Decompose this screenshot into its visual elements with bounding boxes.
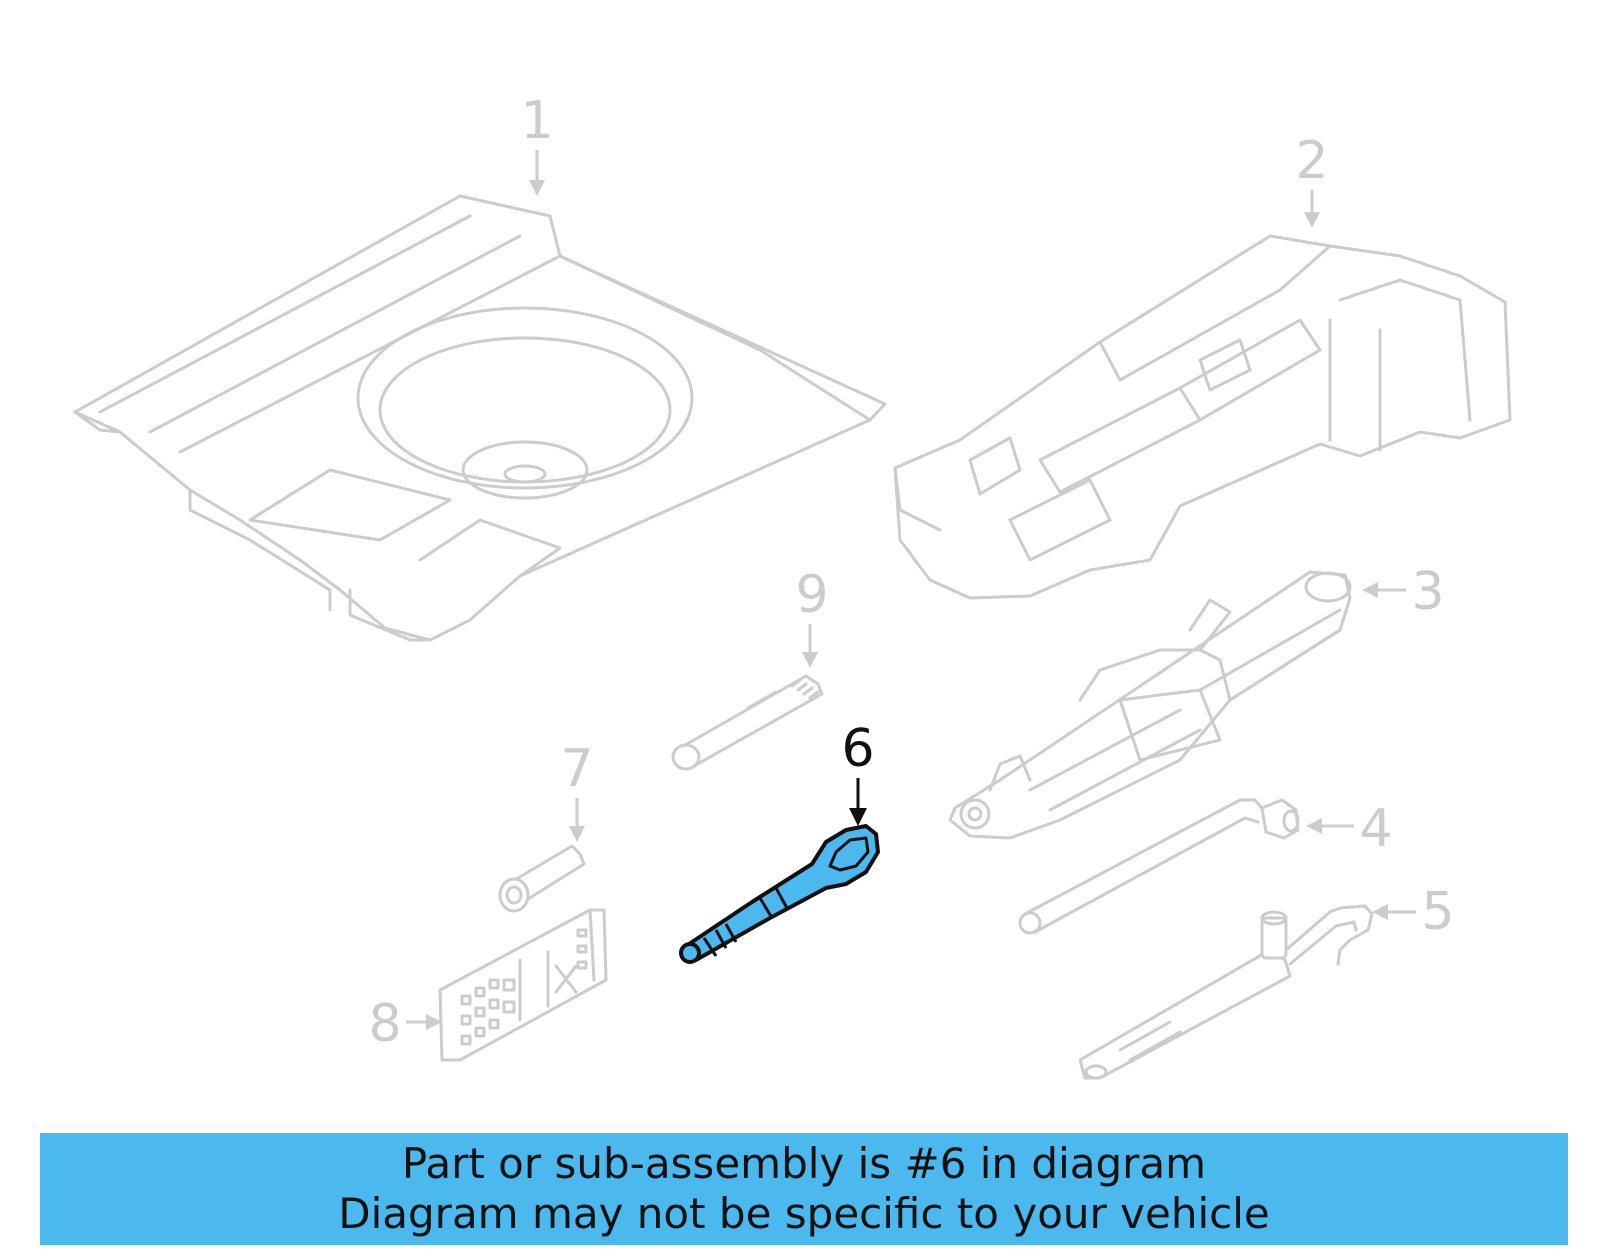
callout-6: 6 — [841, 719, 875, 826]
part-3-scissor-jack — [948, 570, 1352, 840]
part-6-tow-hook — [679, 824, 880, 964]
callout-label-7: 7 — [560, 739, 593, 799]
part-9-bolt — [671, 674, 824, 771]
part-1-trunk-floor — [73, 194, 887, 642]
callout-label-2: 2 — [1295, 131, 1328, 191]
callout-9: 9 — [795, 565, 829, 668]
callout-7: 7 — [560, 739, 594, 842]
part-4-lug-wrench — [1018, 798, 1300, 935]
callout-3: 3 — [1362, 562, 1445, 622]
callout-2: 2 — [1295, 131, 1329, 228]
part-8-label-plate — [438, 908, 608, 1062]
callout-label-9: 9 — [795, 565, 828, 625]
banner-line-2: Diagram may not be specific to your vehi… — [338, 1189, 1270, 1238]
callout-8: 8 — [368, 994, 442, 1054]
callout-label-4: 4 — [1359, 799, 1392, 859]
callout-4: 4 — [1306, 799, 1393, 859]
part-7-spacer — [498, 844, 586, 913]
banner-line-1: Part or sub-assembly is #6 in diagram — [401, 1139, 1207, 1188]
part-2-tool-tray — [893, 234, 1512, 600]
part-5-jack-handle — [1078, 904, 1374, 1080]
callout-label-8: 8 — [368, 994, 401, 1054]
callout-label-6: 6 — [841, 719, 874, 779]
callout-label-1: 1 — [520, 91, 553, 151]
callout-label-3: 3 — [1411, 562, 1444, 622]
callout-label-5: 5 — [1421, 882, 1454, 942]
info-banner: Part or sub-assembly is #6 in diagram Di… — [40, 1133, 1568, 1245]
callout-1: 1 — [520, 91, 554, 196]
callout-5: 5 — [1372, 882, 1455, 942]
